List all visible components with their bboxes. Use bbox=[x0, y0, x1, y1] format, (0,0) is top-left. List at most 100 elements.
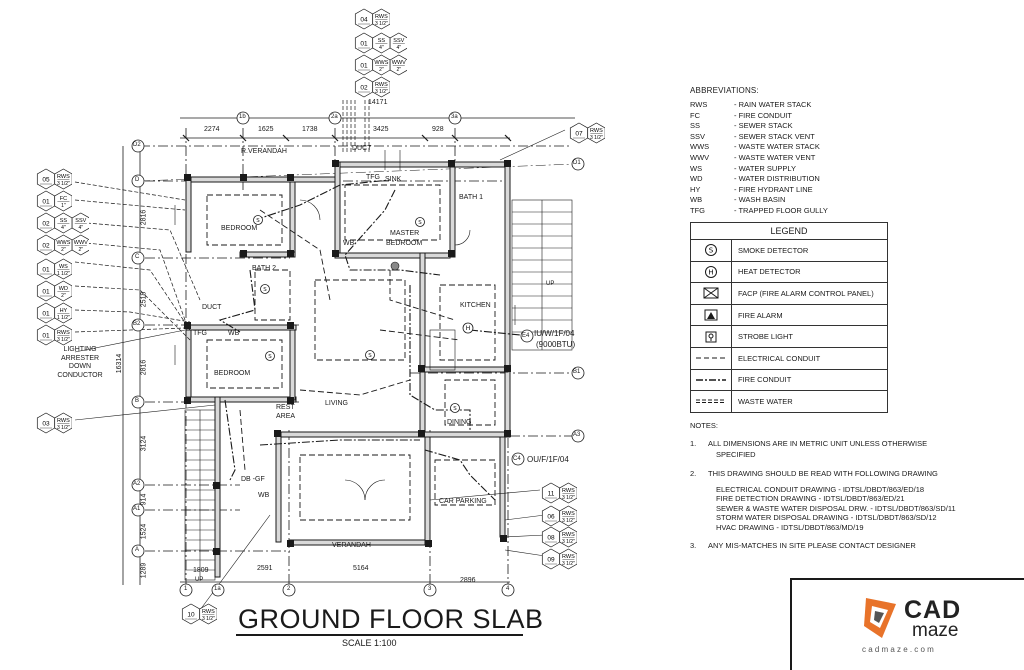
pipe-tag-size: 3 1/2" bbox=[562, 539, 575, 545]
heat-detector-icon: H bbox=[691, 261, 732, 283]
pipe-tag-type: WS bbox=[59, 264, 68, 270]
room-label: DUCT bbox=[352, 145, 372, 152]
pipe-tag-number: 02 bbox=[42, 221, 50, 228]
legend-label: FIRE CONDUIT bbox=[738, 375, 792, 385]
pipe-tag-type: RWS bbox=[375, 82, 388, 88]
svg-text:H: H bbox=[708, 268, 713, 276]
drawing-scale: SCALE 1:100 bbox=[342, 638, 397, 648]
room-label: BEDROOM bbox=[214, 370, 251, 377]
pipe-tag-type: HY bbox=[60, 308, 68, 314]
c4-unit: OU/F/1F/04 bbox=[527, 455, 569, 464]
drawing-title: GROUND FLOOR SLAB bbox=[238, 604, 544, 634]
abbreviation-row: FC- FIRE CONDUIT bbox=[690, 111, 828, 122]
pipe-tag-size: 4" bbox=[379, 45, 384, 51]
dimension: 928 bbox=[432, 126, 444, 133]
abbreviation-row: SSV- SEWER STACK VENT bbox=[690, 132, 828, 143]
pipe-tag-number: 02 bbox=[42, 243, 50, 250]
legend-row: WASTE WATER bbox=[691, 391, 887, 412]
grid-label: 1 bbox=[184, 586, 188, 592]
pipe-tag-number: 04 bbox=[360, 17, 368, 24]
abbreviation-desc: - WASTE WATER STACK bbox=[734, 142, 820, 152]
abbreviation-desc: - WASTE WATER VENT bbox=[734, 152, 816, 162]
dimension: 2518 bbox=[140, 291, 148, 308]
pipe-tag-type: SS bbox=[60, 218, 68, 224]
room-label: BATH 1 bbox=[459, 194, 483, 201]
pipe-tag-type: WD bbox=[59, 286, 68, 292]
svg-text:S: S bbox=[709, 247, 714, 255]
note-reference: SEWER & WASTE WATER DISPOSAL DRW. - IDTS… bbox=[716, 503, 956, 513]
grid-label: D2 bbox=[133, 142, 141, 148]
logo-url-text: cadmaze.com bbox=[862, 645, 936, 654]
grid-label: A2 bbox=[133, 481, 141, 487]
pipe-tag-type: RWS bbox=[590, 128, 603, 134]
room-label: LIVING bbox=[325, 400, 348, 407]
pipe-tag-size: 2" bbox=[61, 247, 66, 253]
pipe-tag-size: 3 1/2" bbox=[562, 518, 575, 524]
abbreviations-title: ABBREVIATIONS: bbox=[690, 86, 759, 95]
note-reference: FIRE DETECTION DRAWING - IDTSL/DBDT/863/… bbox=[716, 494, 905, 504]
e4-capacity: (9000BTU) bbox=[536, 340, 576, 349]
note-reference: STORM WATER DISPOSAL DRAWING - IDTSL/DBD… bbox=[716, 513, 937, 523]
dimension: 3124 bbox=[140, 435, 148, 452]
grid-label: 3a bbox=[451, 114, 458, 120]
legend-label: WASTE WATER bbox=[738, 396, 793, 406]
dimension: 914 bbox=[140, 493, 148, 506]
abbreviation-code: SS bbox=[690, 121, 701, 131]
note-reference: HVAC DRAWING - IDTSL/DBDT/863/MD/19 bbox=[716, 522, 864, 532]
cadmaze-logo-icon bbox=[864, 598, 896, 638]
pipe-tag-number: 10 bbox=[187, 612, 195, 619]
note-number: 1. bbox=[690, 439, 697, 448]
room-label: BEDROOM bbox=[386, 240, 423, 247]
facp-icon bbox=[691, 283, 732, 304]
room-label: MASTER bbox=[390, 230, 420, 237]
pipe-tag-type: RWS bbox=[57, 330, 70, 336]
abbreviation-desc: - FIRE CONDUIT bbox=[734, 110, 792, 120]
abbreviation-desc: - RAIN WATER STACK bbox=[734, 100, 812, 109]
pipe-tag-number: 06 bbox=[547, 514, 555, 521]
abbreviation-code: WWV bbox=[690, 152, 710, 162]
dimension: 2274 bbox=[204, 126, 220, 133]
pipe-tag-number: 01 bbox=[360, 63, 368, 70]
room-label: AREA bbox=[276, 413, 296, 420]
pipe-tag-type: RWS bbox=[562, 554, 575, 560]
svg-text:S: S bbox=[418, 220, 422, 226]
svg-text:S: S bbox=[268, 354, 272, 360]
logo-maze-text: maze bbox=[912, 620, 959, 641]
abbreviation-desc: - SEWER STACK VENT bbox=[734, 131, 815, 141]
logo-cad-text: CAD bbox=[904, 596, 962, 624]
pipe-tag-number: 07 bbox=[575, 131, 583, 138]
electrical-conduit-line bbox=[691, 347, 732, 369]
pipe-tag-type: SSV bbox=[75, 218, 86, 224]
grid-label: 2 bbox=[287, 586, 291, 592]
abbreviation-desc: - SEWER STACK bbox=[734, 121, 793, 131]
room-label: WB bbox=[228, 330, 240, 337]
abbreviation-code: WWS bbox=[690, 142, 710, 152]
dimension: 1289 bbox=[140, 562, 148, 579]
pipe-tag-number: 01 bbox=[360, 41, 368, 48]
abbreviation-row: SS - SEWER STACK bbox=[690, 121, 828, 132]
legend-row: ELECTRICAL CONDUIT bbox=[691, 347, 887, 370]
pipe-tag-type: RWS bbox=[57, 418, 70, 424]
logo-frame bbox=[790, 578, 1024, 670]
pipe-tag-type: FC bbox=[60, 196, 67, 202]
notes-title: NOTES: bbox=[690, 421, 718, 430]
legend-title: LEGEND bbox=[691, 223, 887, 240]
pipe-tag-type: WWS bbox=[374, 60, 388, 66]
drawing-labels: R.VERANDAH DUCT SINK TFG BATH 1 BEDROOM … bbox=[57, 99, 580, 592]
room-label: VERANDAH bbox=[332, 542, 371, 549]
e4-tag: E4 bbox=[522, 333, 530, 339]
abbreviation-row: RWS- RAIN WATER STACK bbox=[690, 100, 828, 111]
